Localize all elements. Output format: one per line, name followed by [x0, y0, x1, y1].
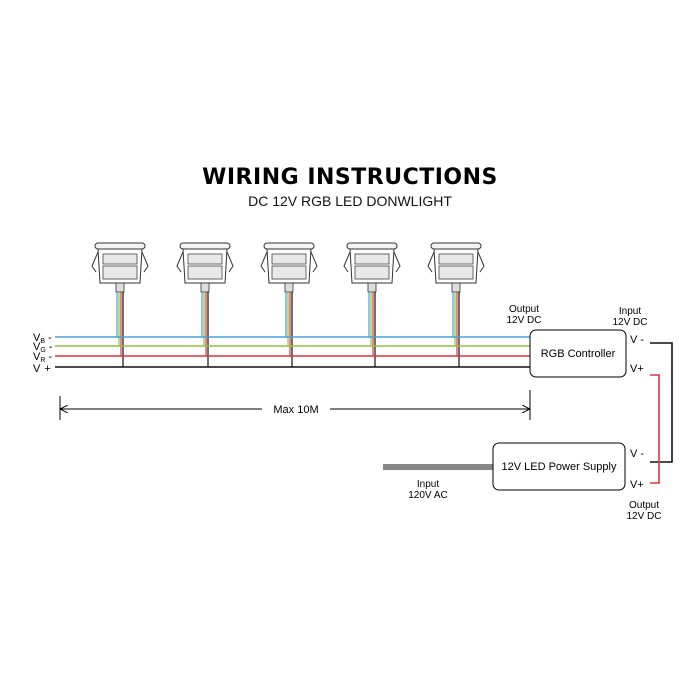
downlight-trim [263, 242, 315, 250]
controller-input-voltage: 12V DC [612, 317, 647, 328]
downlight-trim [94, 242, 146, 250]
rgb-controller-label: RGB Controller [541, 348, 616, 360]
downlight-connector [200, 282, 210, 293]
downlight-housing-upper [102, 253, 138, 265]
psu-vplus-label: V+ [630, 479, 644, 491]
psu-output-label: Output [629, 500, 659, 511]
ac-input-cable [383, 464, 493, 470]
controller-vplus-label: V+ [630, 363, 644, 375]
label-vr: VR- [33, 351, 52, 364]
psu-vminus-label: V - [630, 448, 644, 460]
downlight-connector [284, 282, 294, 293]
ac-input-label: Input [417, 479, 439, 490]
spring-clip-left [427, 251, 435, 273]
spring-clip-right [310, 251, 318, 273]
spring-clip-left [343, 251, 351, 273]
downlight-housing-upper [271, 253, 307, 265]
downlight-connector [451, 282, 461, 293]
downlight-housing-lower [438, 265, 474, 280]
downlight-trim [346, 242, 398, 250]
controller-output-voltage: 12V DC [506, 315, 541, 326]
ac-input-voltage: 120V AC [408, 490, 447, 501]
downlight-connector [115, 282, 125, 293]
power-supply-box [492, 442, 626, 491]
downlight-housing-lower [271, 265, 307, 280]
downlight-housing-lower [354, 265, 390, 280]
psu-output-voltage: 12V DC [626, 511, 661, 522]
rgb-controller-box [529, 329, 627, 378]
label-vg: VG- [33, 341, 53, 354]
power-supply-label: 12V LED Power Supply [502, 461, 617, 473]
downlight-3 [260, 242, 318, 367]
downlight-connector [367, 282, 377, 293]
label-vb: VB- [33, 332, 52, 345]
spring-clip-left [176, 251, 184, 273]
downlight-housing-upper [354, 253, 390, 265]
controller-output-label: Output [509, 304, 539, 315]
link-wire-red [650, 374, 660, 484]
spring-clip-right [477, 251, 485, 273]
spring-clip-left [91, 251, 99, 273]
downlight-1 [91, 242, 149, 367]
label-vplus: V+ [33, 363, 51, 375]
page-title: WIRING INSTRUCTIONS [202, 165, 498, 190]
distance-label: Max 10M [273, 404, 318, 416]
downlight-housing-upper [187, 253, 223, 265]
downlight-housing-lower [187, 265, 223, 280]
spring-clip-right [393, 251, 401, 273]
downlight-group [91, 242, 485, 367]
downlight-housing-lower [102, 265, 138, 280]
downlight-trim [179, 242, 231, 250]
downlight-5 [427, 242, 485, 367]
downlight-trim [430, 242, 482, 250]
controller-input-label: Input [619, 306, 641, 317]
downlight-4 [343, 242, 401, 367]
spring-clip-right [226, 251, 234, 273]
downlight-2 [176, 242, 234, 367]
spring-clip-right [141, 251, 149, 273]
downlight-housing-upper [438, 253, 474, 265]
page-subtitle: DC 12V RGB LED DONWLIGHT [248, 193, 452, 209]
spring-clip-left [260, 251, 268, 273]
link-wire-black [650, 342, 673, 463]
controller-vminus-label: V - [630, 334, 644, 346]
